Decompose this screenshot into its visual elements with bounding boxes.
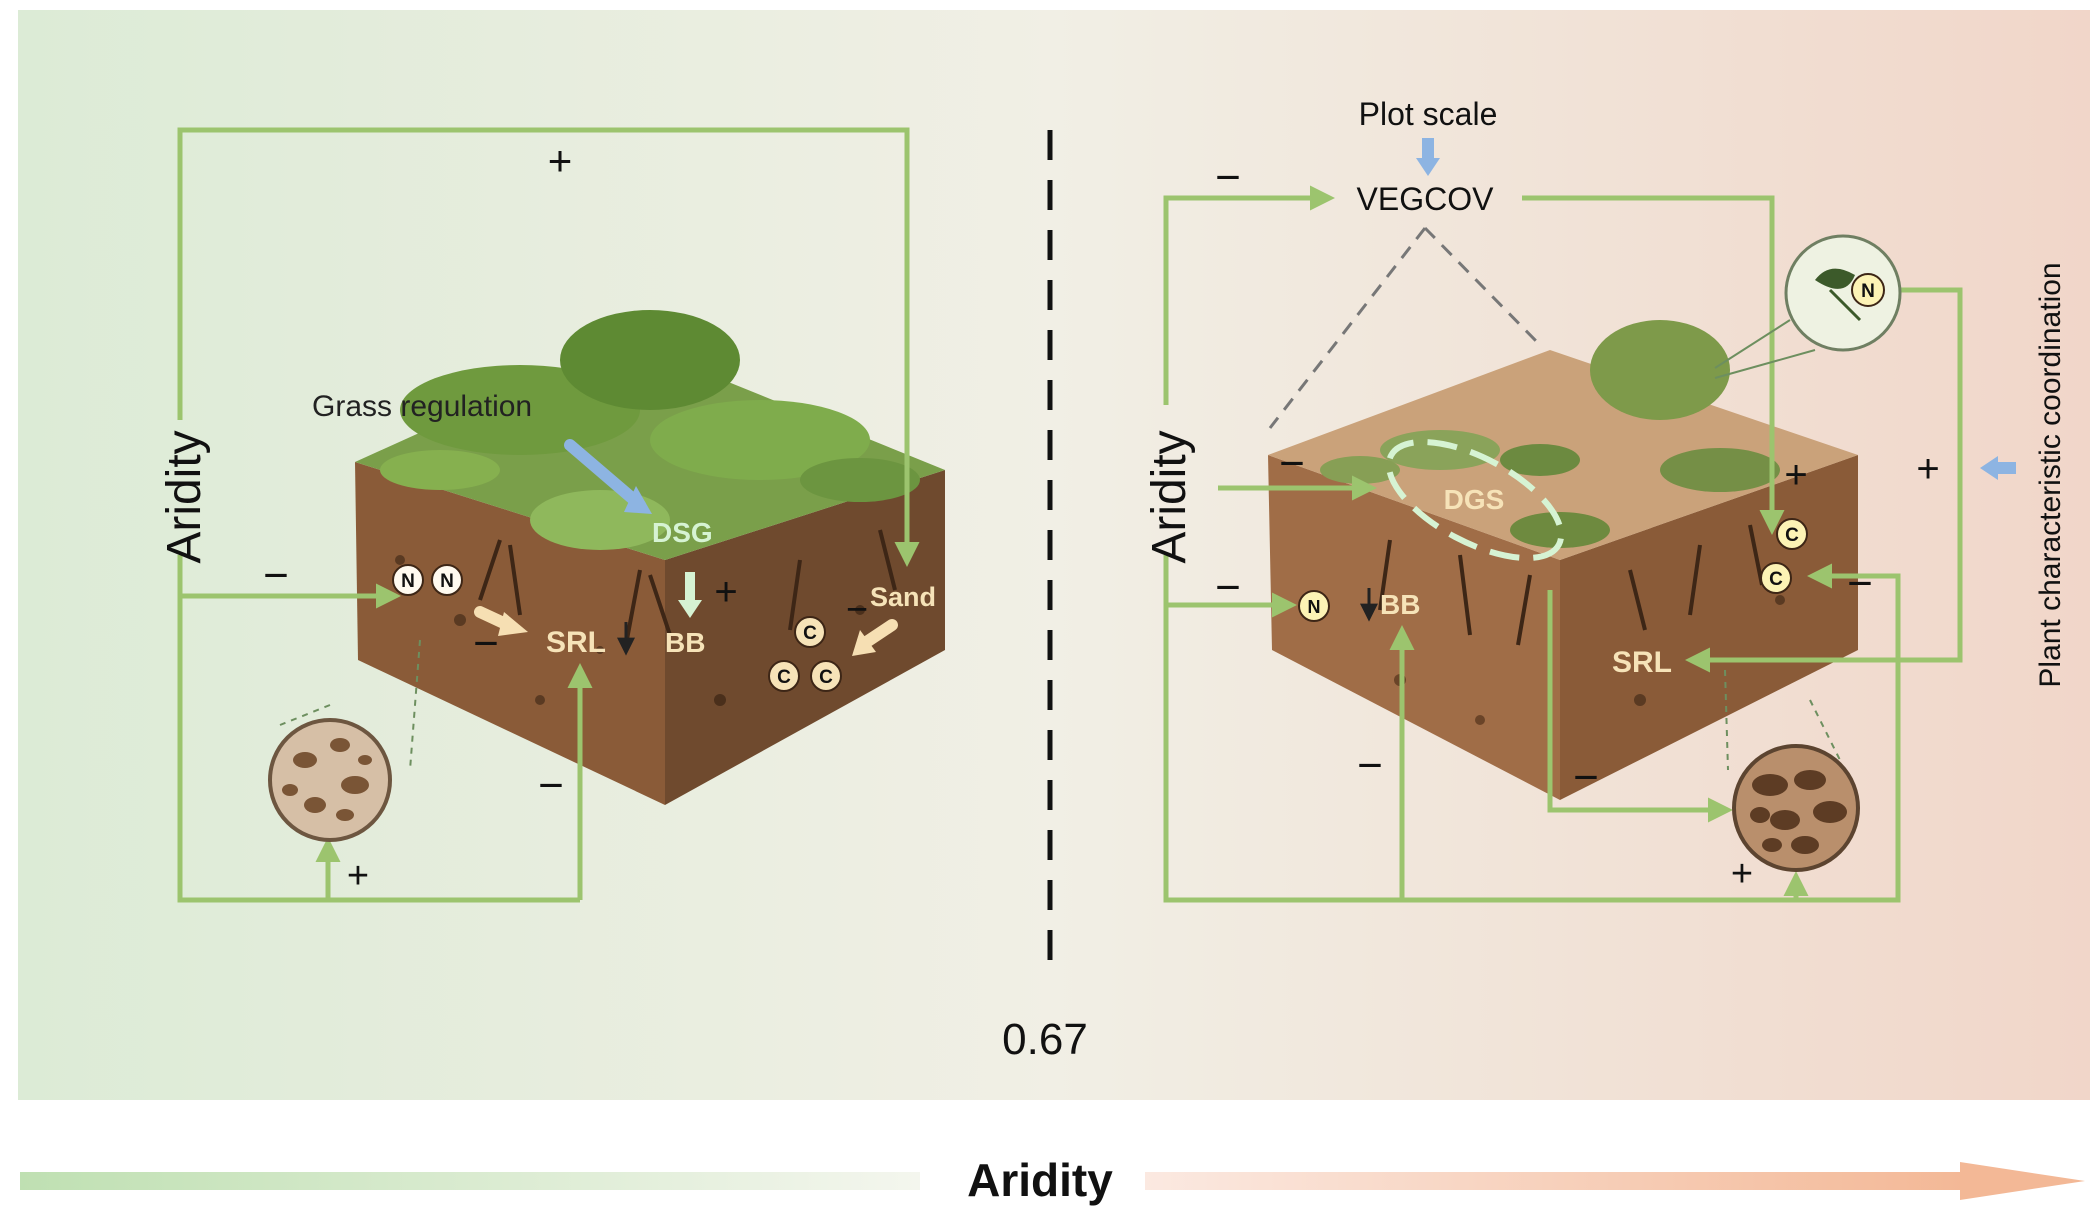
aridity-axis-label: Aridity	[967, 1154, 1113, 1206]
c-marker: C	[794, 616, 826, 648]
right-aridity-label: Aridity	[1143, 430, 1196, 563]
dgs-ellipse	[1385, 438, 1565, 562]
right-vegcov-to-c-arrow	[1522, 195, 1785, 535]
c-marker: C	[768, 660, 800, 692]
grass-regulation-arrow	[564, 439, 646, 511]
right-srl-label: SRL	[1612, 646, 1672, 679]
aridity-axis: Aridity	[20, 1154, 2085, 1206]
left-sign-sand-c: −	[846, 589, 868, 631]
left-bb-label: BB	[665, 627, 705, 658]
coordination-label: Plant characteristic coordination	[2034, 262, 2067, 687]
svg-text:N: N	[1861, 281, 1875, 302]
left-sign-top: +	[548, 137, 573, 184]
svg-text:N: N	[401, 571, 415, 592]
right-sign-c-minus: −	[1847, 559, 1873, 608]
dgs-label: DGS	[1444, 484, 1505, 515]
right-sign-coordination: +	[1916, 447, 1939, 491]
leaf-inset-icon: N	[1714, 234, 1902, 379]
left-bottom-loop	[177, 596, 580, 903]
right-coordination-to-srl-arrow	[1685, 287, 1963, 673]
right-bottom-loop	[1163, 605, 1901, 903]
vegcov-label: VEGCOV	[1357, 181, 1495, 217]
left-sign-bb-right: +	[714, 570, 737, 614]
left-srl-label: SRL	[546, 626, 606, 659]
plot-scale-label: Plot scale	[1359, 96, 1498, 132]
left-aridity-label: Aridity	[158, 430, 211, 563]
left-top-feedback-arrow	[177, 127, 920, 567]
left-soil-texture-icon	[268, 639, 421, 842]
right-sign-aridity-n: −	[1215, 563, 1241, 612]
right-panel: N N C C Plot scale VEGCOV Aridity	[1143, 96, 2067, 903]
left-sign-bottom-minus: −	[538, 761, 564, 810]
c-marker: C	[1776, 518, 1808, 550]
right-to-c-lower-arrow	[1807, 563, 1901, 665]
right-aridity-to-vegcov-arrow	[1163, 185, 1335, 405]
sand-label: Sand	[870, 582, 936, 612]
right-bb-label: BB	[1380, 589, 1420, 620]
svg-text:C: C	[819, 667, 833, 688]
left-sign-aridity-n: −	[263, 551, 289, 600]
right-dgs-to-soil-circle-arrow	[1547, 590, 1733, 823]
right-soil-texture-icon	[1724, 669, 1860, 872]
n-marker: N	[392, 564, 424, 596]
svg-text:C: C	[803, 623, 817, 644]
right-sign-aridity-dgs: −	[1279, 439, 1305, 488]
left-sign-bottom-plus: +	[347, 855, 369, 897]
svg-text:N: N	[440, 571, 454, 592]
vegcov-dashed-right	[1423, 226, 1542, 347]
right-sign-dgs-minus: −	[1573, 753, 1599, 802]
c-marker: C	[810, 660, 842, 692]
n-marker: N	[431, 564, 463, 596]
right-sign-bottom-plus: +	[1731, 853, 1753, 895]
svg-text:C: C	[1785, 525, 1799, 546]
svg-text:C: C	[1769, 569, 1783, 590]
c-marker: C	[1760, 562, 1792, 594]
grass-regulation-label: Grass regulation	[312, 390, 532, 423]
right-sign-top-left: −	[1215, 153, 1241, 202]
left-panel: Aridity Grass regulation DSG BB SRL Sand…	[158, 127, 945, 903]
svg-text:N: N	[1308, 597, 1321, 617]
svg-text:C: C	[777, 667, 791, 688]
n-marker: N	[1298, 590, 1330, 622]
left-sign-n-srl: −	[473, 619, 499, 668]
right-sign-bb-minus: −	[1357, 741, 1383, 790]
threshold-value: 0.67	[1002, 1015, 1088, 1064]
vegcov-dashed-left	[1268, 227, 1427, 429]
dsg-label: DSG	[652, 517, 713, 548]
right-sign-vegcov-c: +	[1784, 453, 1807, 497]
